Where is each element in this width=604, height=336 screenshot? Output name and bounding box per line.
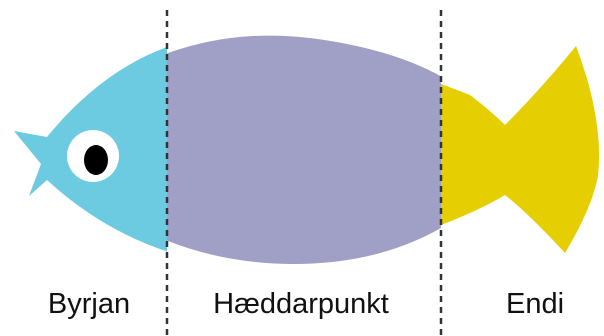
fish-body bbox=[167, 35, 441, 265]
label-end: Endi bbox=[505, 288, 565, 320]
fish-tail bbox=[436, 46, 600, 253]
label-start: Byrjan bbox=[47, 288, 131, 320]
fish-pupil bbox=[84, 145, 108, 175]
label-middle: Hæddarpunkt bbox=[213, 288, 389, 320]
